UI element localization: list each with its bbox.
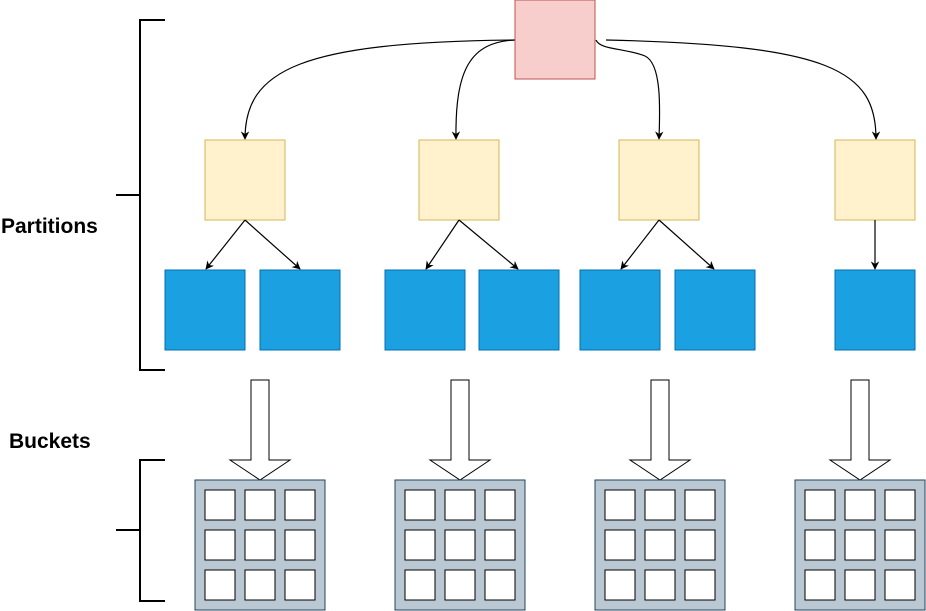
grid-cell — [644, 489, 676, 521]
grid-cell — [444, 529, 476, 561]
grid-cell — [804, 529, 836, 561]
grid-cell — [244, 569, 276, 601]
bucket-node-5 — [579, 269, 661, 351]
down-arrows — [228, 379, 892, 481]
edge-root-partition-4 — [605, 39, 881, 140]
grid-cell — [404, 569, 436, 601]
root-edges — [240, 39, 881, 140]
bucket-node-6 — [674, 269, 756, 351]
bucket-node-4 — [478, 269, 560, 351]
edge-root-partition-3 — [595, 39, 664, 140]
grid-cell — [604, 569, 636, 601]
partition-node-3 — [618, 139, 700, 221]
grid-cell — [844, 569, 876, 601]
down-arrow-2 — [428, 379, 492, 481]
root-node — [514, 0, 596, 80]
grid-cell — [284, 569, 316, 601]
grid-cell — [484, 529, 516, 561]
grid-cell — [844, 529, 876, 561]
down-arrow-4 — [828, 379, 892, 481]
grid-cell — [644, 569, 676, 601]
grid-cell — [204, 529, 236, 561]
grid-cell — [484, 569, 516, 601]
grid-cell — [844, 489, 876, 521]
grid-cell — [684, 489, 716, 521]
grid-cell — [444, 489, 476, 521]
grid-cell — [244, 489, 276, 521]
bucket-node-3 — [384, 269, 466, 351]
edge-p2-b1 — [425, 219, 460, 270]
edge-p1-b1 — [205, 219, 246, 270]
grid-cell — [884, 529, 916, 561]
buckets-label: Buckets — [9, 430, 91, 453]
partition-nodes — [204, 139, 916, 221]
grid-cell — [284, 529, 316, 561]
grid-cell — [644, 529, 676, 561]
grid-cell — [204, 569, 236, 601]
grid-cell — [604, 489, 636, 521]
grid-cell — [484, 489, 516, 521]
edge-p3-b2 — [658, 219, 715, 270]
down-arrow-3 — [628, 379, 692, 481]
grid-cell — [444, 569, 476, 601]
partitions-bracket — [116, 19, 165, 371]
partition-edges — [205, 219, 880, 270]
grid-cell — [604, 529, 636, 561]
grid-cell — [404, 529, 436, 561]
grid-cell — [284, 489, 316, 521]
grid-cell — [684, 529, 716, 561]
bucket-node-2 — [259, 269, 341, 351]
grid-cell — [404, 489, 436, 521]
grid-cell — [884, 569, 916, 601]
grid-cell — [884, 489, 916, 521]
grid-cell — [804, 489, 836, 521]
partition-node-2 — [418, 139, 500, 221]
bucket-node-1 — [164, 269, 246, 351]
grid-cell — [804, 569, 836, 601]
grid-cell — [684, 569, 716, 601]
bucket-nodes — [164, 269, 916, 351]
edge-p3-b1 — [620, 219, 660, 270]
bucket-node-7 — [834, 269, 916, 351]
down-arrow-1 — [228, 379, 292, 481]
bucket-grids — [194, 479, 926, 611]
grid-cell — [204, 489, 236, 521]
partition-node-1 — [204, 139, 286, 221]
edge-root-partition-2 — [451, 39, 516, 140]
grid-cell — [244, 529, 276, 561]
partition-node-4 — [834, 139, 916, 221]
partitions-label: Partitions — [1, 215, 98, 238]
edge-p1-b2 — [244, 219, 301, 270]
buckets-bracket — [116, 459, 165, 602]
edge-root-partition-1 — [240, 39, 516, 140]
edge-p2-b2 — [458, 219, 519, 270]
